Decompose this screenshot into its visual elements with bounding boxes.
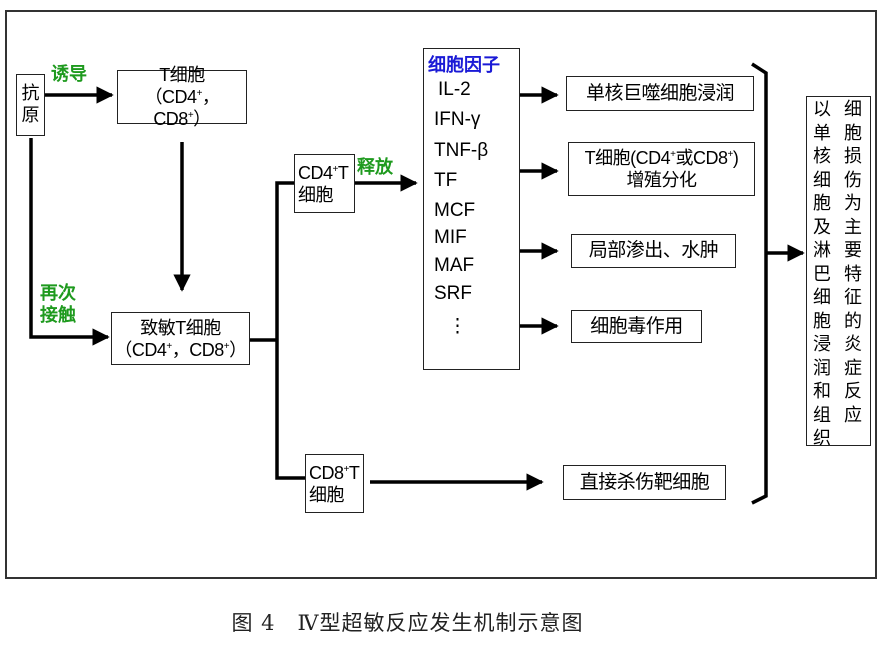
effect-text: T细胞(CD4+或CD8+) (584, 148, 739, 168)
result-char: 伤 (844, 169, 862, 191)
result-text-right: 细胞损伤为主要特征的炎症反应 (844, 98, 862, 427)
result-char: 以 (813, 99, 831, 120)
cytokine-item: MIF (434, 227, 467, 248)
release-label: 释放 (357, 157, 393, 178)
result-char: 胞 (813, 310, 831, 332)
antigen-text: 抗 (21, 83, 40, 104)
cytokines-title: 细胞因子 (428, 55, 500, 75)
result-char: 炎 (844, 334, 862, 355)
result-char: 征 (844, 287, 862, 308)
result-char: 胞 (813, 193, 831, 214)
cytokine-item: MAF (434, 255, 475, 276)
result-char: 细 (844, 99, 862, 120)
sensitized-t-cell-box: 致敏T细胞 （CD4+，CD8+） (111, 312, 250, 365)
t-cell-subtypes: （CD4+，CD8+） (144, 87, 220, 129)
result-char: 胞 (844, 122, 862, 144)
result-char: 特 (844, 263, 862, 285)
result-char: 为 (844, 193, 862, 214)
arrow-recontact (29, 138, 110, 346)
antigen-box: 抗 原 (16, 74, 45, 136)
result-char: 和 (813, 381, 831, 402)
antigen-text: 原 (21, 105, 40, 126)
result-char: 浸 (813, 334, 831, 355)
induce-label: 诱导 (51, 64, 87, 85)
cd4-t-cell-title: CD4+T (298, 162, 349, 183)
cytokine-item: TF (434, 170, 458, 191)
result-char: 症 (844, 357, 862, 379)
effect-box-cytotoxicity: 细胞毒作用 (571, 310, 702, 343)
effect-box-local-exudation: 局部渗出、水肿 (571, 234, 736, 268)
result-char: 织 (813, 428, 831, 449)
effect-text: 细胞毒作用 (590, 315, 683, 337)
diagram-frame (5, 10, 877, 579)
cytokine-item: MCF (434, 200, 476, 221)
result-char: 反 (844, 381, 862, 402)
cd4-t-cell-subtitle: 细胞 (298, 184, 334, 205)
result-char: 核 (813, 146, 831, 167)
effect-text: 单核巨噬细胞浸润 (585, 82, 735, 104)
effect-text: 增殖分化 (626, 170, 698, 190)
t-cell-title: T细胞 (159, 65, 205, 85)
cytokine-item: SRF (434, 283, 472, 304)
result-char: 细 (813, 169, 831, 191)
cd4-t-cell-box: CD4+T 细胞 (294, 154, 355, 213)
sensitized-t-cell-subtypes: （CD4+，CD8+） (114, 339, 247, 360)
result-char: 组 (813, 404, 831, 426)
sensitized-t-cell-title: 致敏T细胞 (140, 317, 221, 338)
cytokines-box: 细胞因子 IL-2 IFN-γ TNF-β TF MCF MIF MAF SRF… (423, 48, 520, 370)
cytokine-item: ⋮ (448, 316, 467, 337)
right-brace (751, 62, 768, 505)
effect-text: 局部渗出、水肿 (588, 240, 719, 261)
result-char: 细 (813, 287, 831, 308)
effect-text: 直接杀伤靶细胞 (579, 471, 710, 493)
cytokine-item: IL-2 (438, 79, 471, 100)
result-char: 单 (813, 122, 831, 144)
figure-caption: 图 4 Ⅳ型超敏反应发生机制示意图 (231, 611, 584, 635)
result-char: 损 (844, 146, 862, 167)
cytokine-item: IFN-γ (434, 109, 481, 130)
effect-box-monocyte-infiltration: 单核巨噬细胞浸润 (566, 76, 754, 111)
t-cell-box: T细胞 （CD4+，CD8+） (117, 65, 247, 129)
result-char: 淋 (813, 240, 831, 261)
cytokine-item: TNF-β (434, 140, 489, 161)
cd8-t-cell-box: CD8+T 细胞 (305, 454, 364, 513)
result-char: 润 (813, 357, 831, 379)
cd8-t-cell-title: CD8+T (309, 462, 360, 483)
result-char: 巴 (813, 263, 831, 285)
result-char: 的 (844, 310, 862, 332)
recontact-label: 再次 接触 (40, 283, 76, 326)
effect-box-t-cell-proliferation: T细胞(CD4+或CD8+) 增殖分化 (568, 142, 755, 196)
result-text-left: 以单核细胞及淋巴细胞浸润和组织 (813, 98, 831, 451)
branch-line (275, 181, 305, 480)
result-char: 要 (844, 240, 862, 261)
result-char: 应 (844, 404, 862, 426)
cd8-t-cell-subtitle: 细胞 (309, 484, 345, 505)
result-char: 及 (813, 216, 831, 238)
effect-box-direct-kill: 直接杀伤靶细胞 (563, 465, 726, 500)
result-box: 以单核细胞及淋巴细胞浸润和组织 细胞损伤为主要特征的炎症反应 (806, 96, 871, 449)
result-char: 主 (844, 216, 862, 238)
